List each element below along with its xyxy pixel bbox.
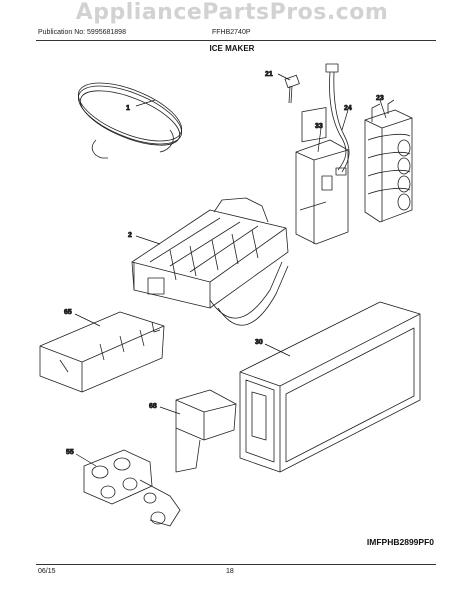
part-1-water-tube (77, 82, 183, 159)
part-55-water-valve (83, 449, 181, 527)
callout-1: 1 (126, 105, 130, 112)
watermark: AppliancePartsPros.com (75, 0, 389, 25)
model-number: FFHB2740P (212, 29, 251, 36)
callout-21: 21 (265, 71, 273, 78)
footer-date: 06/15 (38, 568, 56, 575)
callout-24: 24 (344, 105, 352, 112)
callout-30: 30 (255, 339, 263, 346)
part-21-connector (284, 74, 300, 104)
section-title: ICE MAKER (209, 44, 255, 53)
header-rule (36, 40, 436, 41)
part-30-bucket-housing (239, 301, 421, 473)
footer-rule (36, 564, 436, 565)
callout-55: 55 (66, 449, 74, 456)
callout-33: 33 (315, 123, 323, 130)
part-24-wiring-harness (325, 63, 350, 176)
callout-68: 68 (149, 403, 157, 410)
figure-code: IMFPHB2899PF0 (366, 537, 434, 547)
callout-65: 65 (64, 309, 72, 316)
part-23-heater-assembly (364, 99, 413, 223)
leader-lines (74, 73, 387, 467)
part-2-ice-maker (131, 197, 289, 326)
callout-23: 23 (376, 95, 384, 102)
callout-2: 2 (128, 232, 132, 239)
footer-page-number: 18 (226, 568, 234, 575)
part-33-control-housing (295, 107, 349, 245)
part-65-ice-tray (39, 311, 165, 393)
part-68-chute-door (175, 389, 237, 473)
publication-number: Publication No: 5995681898 (38, 29, 126, 36)
